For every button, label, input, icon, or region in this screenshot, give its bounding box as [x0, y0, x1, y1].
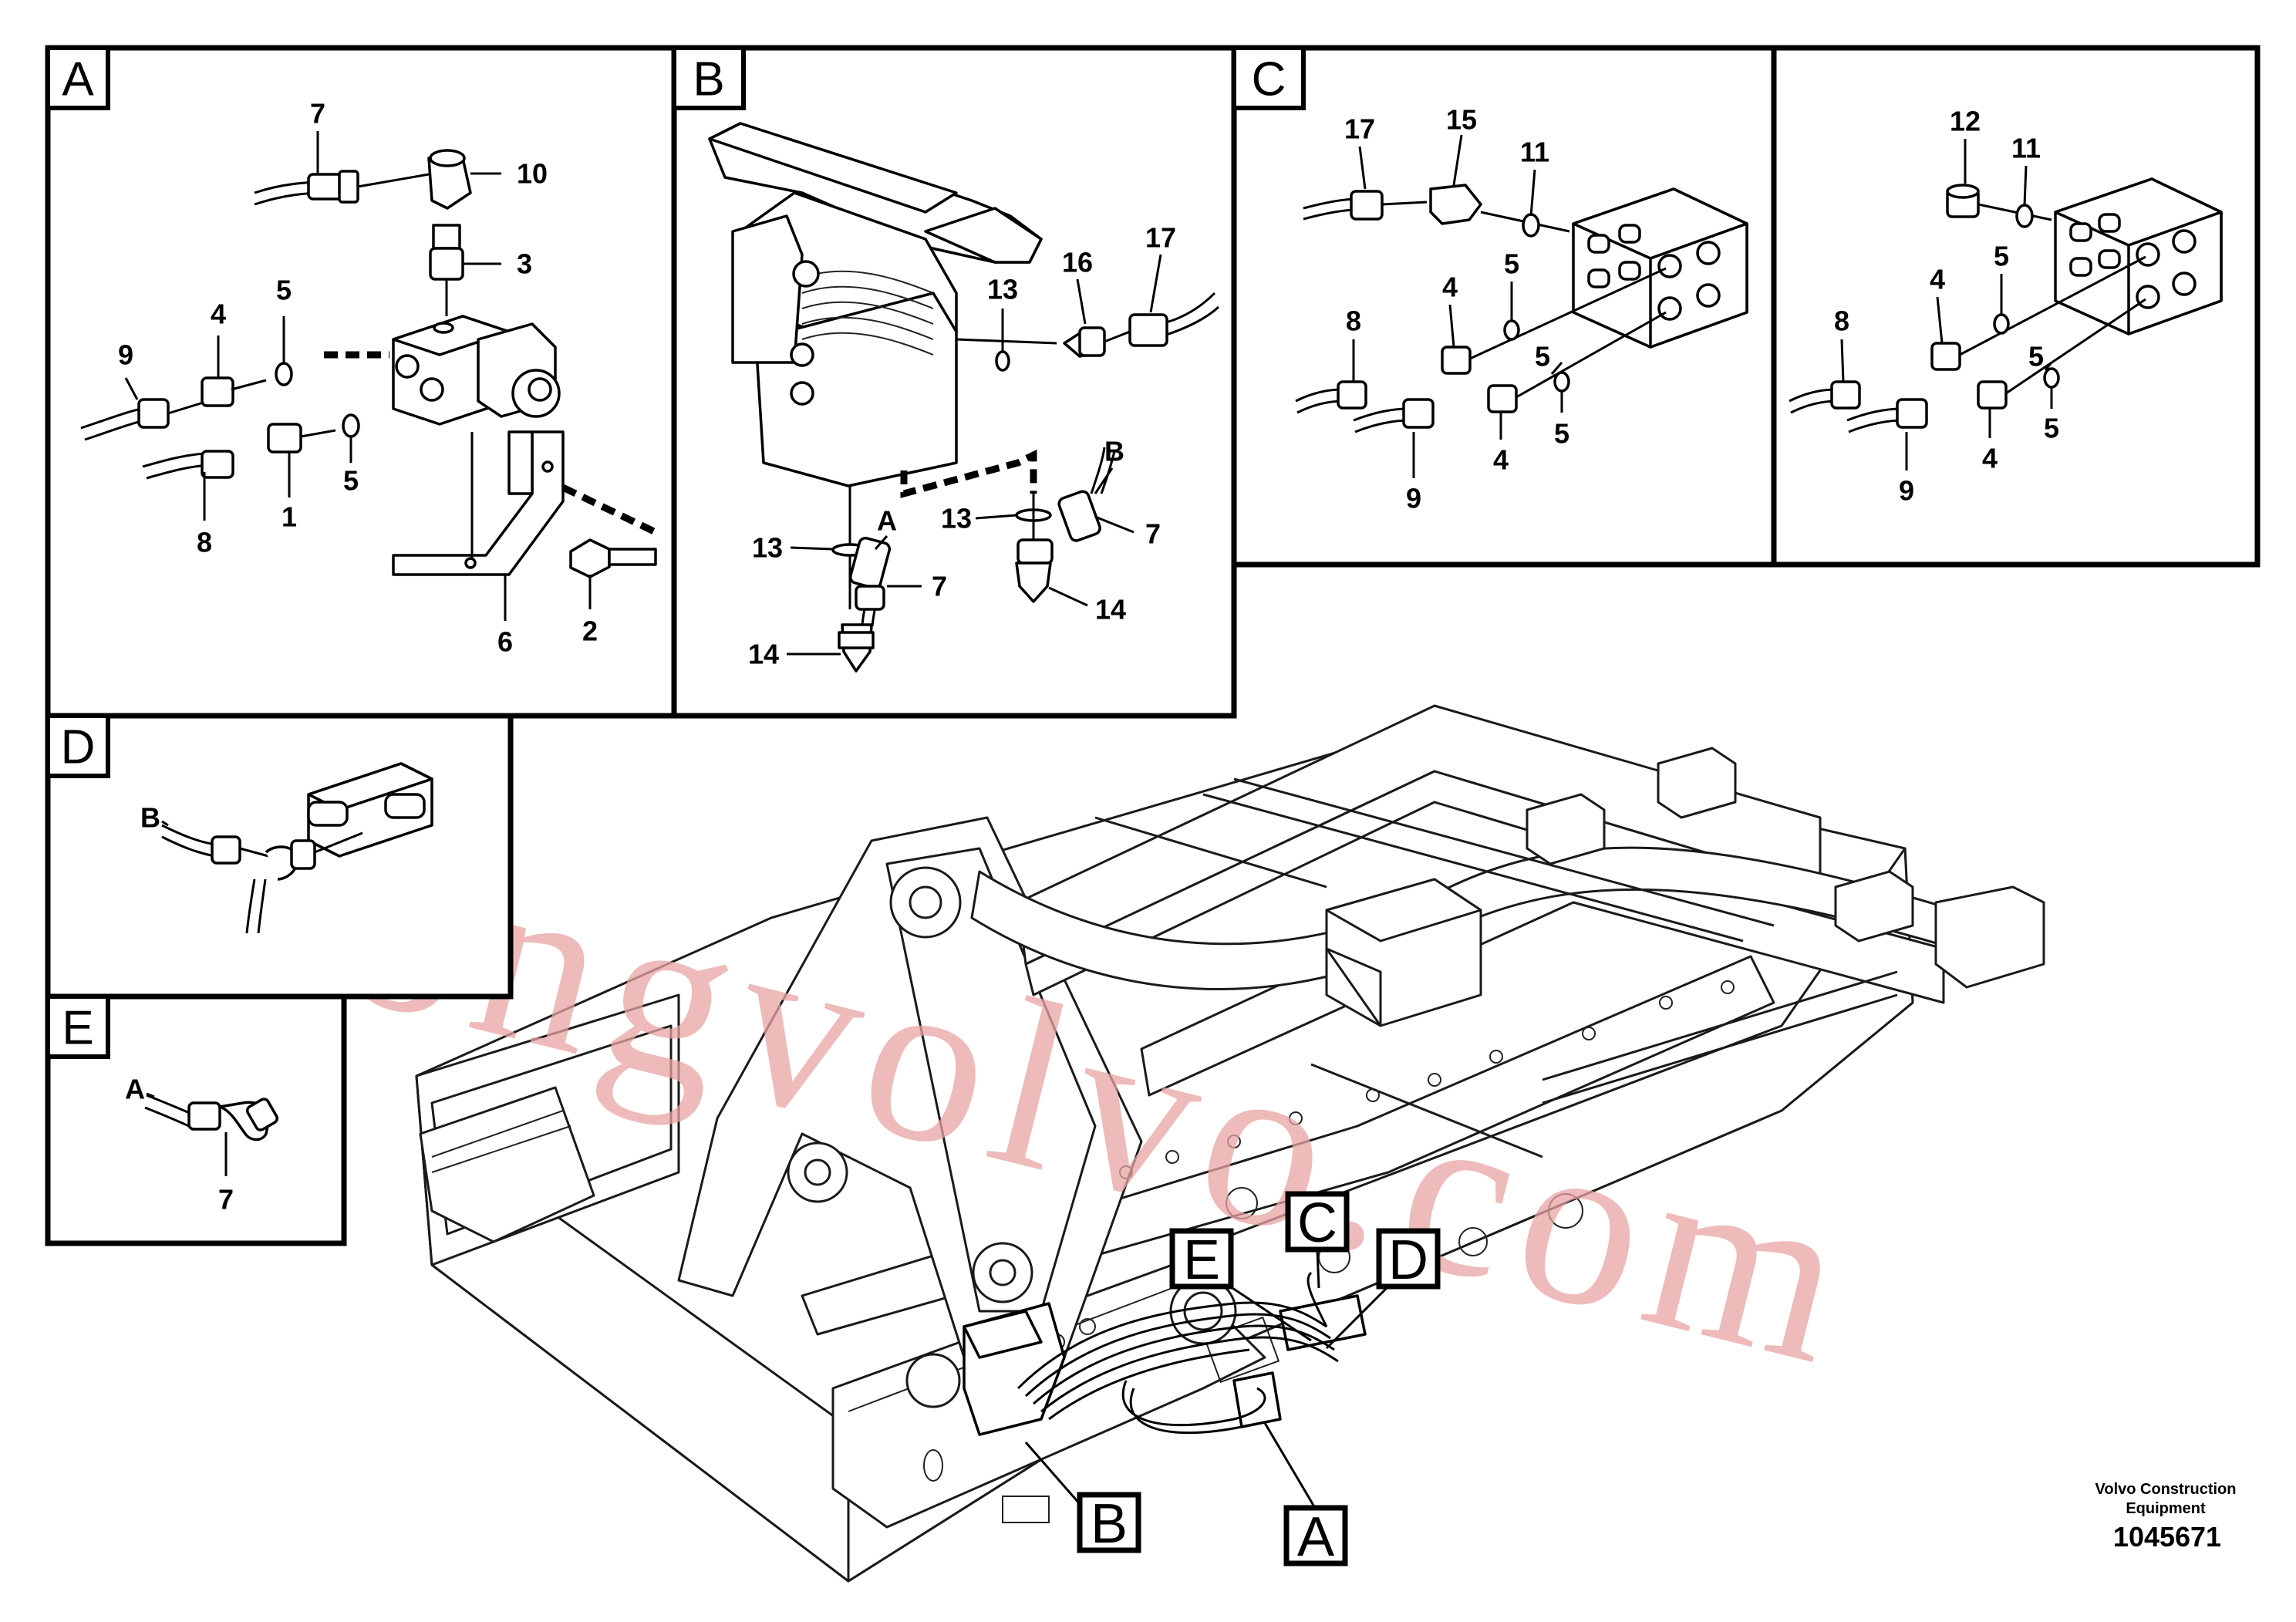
panel-b-callouts: 13 16 17 B 13 A 13 7 7 14 14 [748, 222, 1176, 670]
callout-16: 16 [1062, 247, 1093, 278]
callout-17: 17 [1145, 222, 1176, 254]
main-tag-b: B [1091, 1493, 1128, 1555]
callout-b-conn: B [140, 802, 160, 834]
panel-d-tag: D [61, 721, 96, 774]
panel-c-callouts: 17 15 11 4 5 8 5 9 4 5 [1344, 104, 1569, 514]
callout-14-left: 14 [748, 639, 779, 670]
callout-9: 9 [1899, 475, 1914, 507]
callout-5b: 5 [343, 465, 359, 497]
panel-c-tag: C [1252, 53, 1286, 106]
panel-a: A [45, 45, 677, 719]
callout-10: 10 [517, 158, 548, 190]
callout-7: 7 [310, 98, 325, 130]
callout-11: 11 [1520, 137, 1549, 168]
callout-6: 6 [497, 626, 513, 658]
panel-c-alt-callouts: 12 11 4 5 8 5 9 4 5 [1834, 106, 2059, 507]
callout-5-bottom: 5 [1554, 418, 1569, 450]
callout-15: 15 [1446, 104, 1477, 136]
callout-11: 11 [2011, 133, 2041, 164]
callout-5-mid: 5 [1535, 341, 1550, 373]
main-callouts: C E D B A [1024, 1191, 1441, 1568]
callout-17: 17 [1344, 113, 1375, 145]
callout-8: 8 [1834, 305, 1849, 337]
callout-2: 2 [582, 615, 598, 647]
panel-e: E A 7 [45, 993, 347, 1246]
footer: Volvo Construction Equipment 1045671 [2095, 1481, 2237, 1553]
callout-8: 8 [1346, 305, 1361, 337]
callout-9: 9 [1406, 483, 1421, 514]
footer-brand-line1: Volvo Construction [2095, 1481, 2237, 1498]
callout-7-left: 7 [932, 571, 947, 602]
main-tag-a: A [1297, 1506, 1334, 1568]
callout-12: 12 [1950, 106, 1981, 137]
callout-13-right: 13 [941, 503, 972, 534]
panel-e-tag: E [62, 1002, 93, 1055]
upper-frame-drawing [415, 704, 2045, 1583]
callout-13-left: 13 [752, 532, 783, 564]
callout-5-mid: 5 [2028, 341, 2044, 373]
callout-4-bottom: 4 [1493, 444, 1509, 476]
callout-8: 8 [197, 527, 212, 558]
panel-c: C 17 1 [1231, 45, 1777, 568]
main-tag-c: C [1297, 1192, 1337, 1254]
callout-b-conn: B [1104, 436, 1124, 467]
callout-a-conn: A [125, 1074, 145, 1105]
callout-5-bottom: 5 [2044, 413, 2059, 444]
callout-4-top: 4 [1442, 271, 1458, 303]
panel-b: B [671, 45, 1237, 719]
callout-7-right: 7 [1145, 518, 1161, 550]
drawing-number: 1045671 [2113, 1521, 2221, 1553]
callout-3: 3 [517, 248, 532, 280]
panel-e-callouts: A 7 [125, 1074, 234, 1216]
panel-b-tag: B [693, 53, 724, 106]
panel-a-tag: A [62, 53, 94, 106]
callout-9: 9 [118, 339, 133, 371]
callout-5-top: 5 [1994, 241, 2009, 272]
callout-a-conn: A [877, 505, 897, 537]
callout-4-top: 4 [1930, 264, 1945, 295]
callout-1: 1 [282, 501, 297, 533]
callout-7: 7 [218, 1184, 234, 1216]
footer-brand-line2: Equipment [2126, 1500, 2206, 1517]
callout-14-right: 14 [1095, 594, 1126, 626]
main-tag-d: D [1388, 1229, 1428, 1291]
callout-5: 5 [276, 275, 292, 306]
callout-13-top: 13 [987, 274, 1018, 305]
panel-d-callouts: B [140, 802, 169, 834]
panel-c-alt: 12 11 4 5 8 5 9 4 5 [1771, 45, 2261, 568]
panel-a-callouts: 7 10 3 5 4 9 1 5 8 6 2 [118, 98, 598, 658]
panel-d: D B [45, 713, 514, 1000]
main-tag-e: E [1183, 1229, 1220, 1291]
callout-4: 4 [211, 298, 226, 330]
callout-4-bottom: 4 [1982, 443, 1998, 474]
callout-5-top: 5 [1504, 248, 1519, 280]
